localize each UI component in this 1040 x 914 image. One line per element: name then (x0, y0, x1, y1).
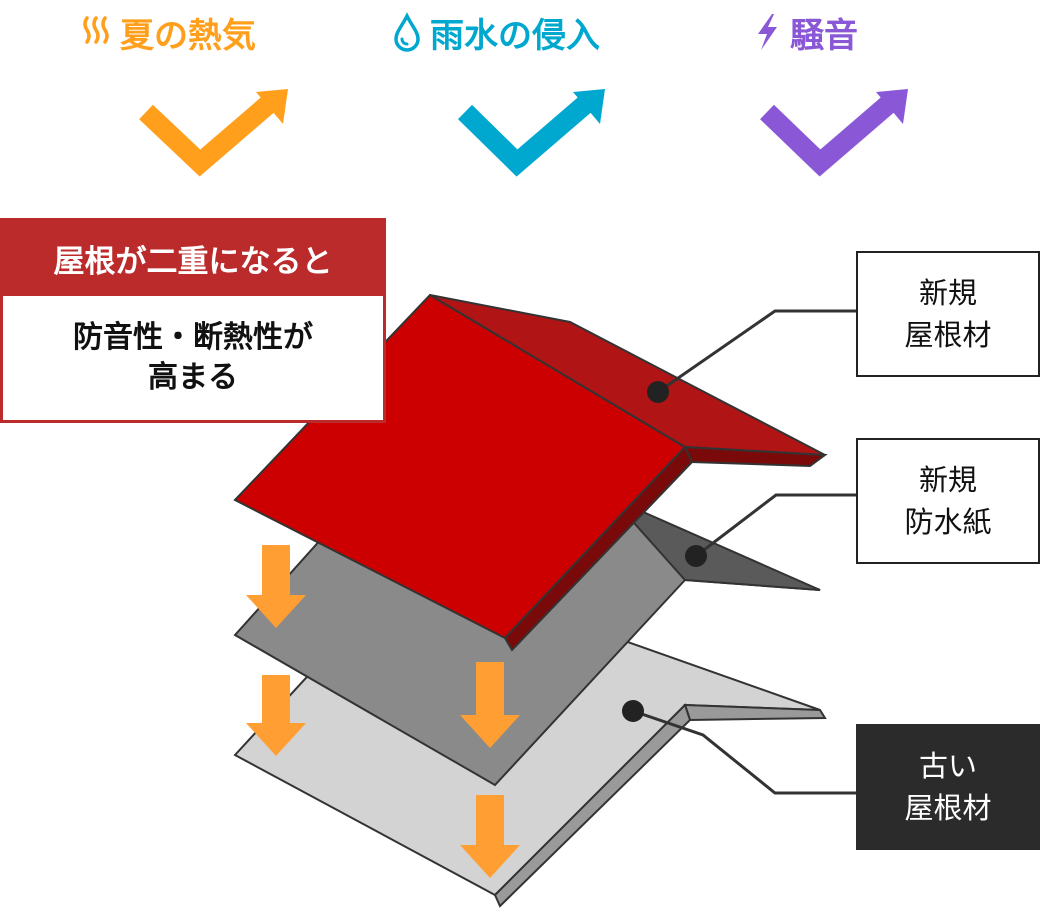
headline-body-line2: 高まる (148, 360, 238, 395)
benefit-heat-label: 夏の熱気 (120, 15, 256, 56)
heat-waves-icon (83, 16, 109, 44)
lightning-icon (758, 14, 777, 50)
heat-reduced-arrow (139, 93, 279, 177)
benefit-rain-label: 雨水の侵入 (430, 15, 600, 56)
old-roof-label: 古い 屋根材 (856, 724, 1040, 850)
new-roof-layer (233, 293, 828, 652)
old-roof-leader-line (632, 709, 856, 795)
old-roof-label-line1: 古い (918, 748, 977, 783)
new-roof-label-line2: 屋根材 (904, 318, 992, 352)
new-roof-leader-line (657, 309, 856, 394)
benefit-noise-label: 騒音 (790, 15, 858, 56)
headline-body-line1: 防音性・断熱性が (73, 319, 313, 355)
new-paper-label: 新規 防水紙 (856, 438, 1040, 564)
new-roof-label-line1: 新規 (918, 275, 977, 310)
down-arrow-icon (460, 662, 520, 748)
new-roof-label: 新規 屋根材 (856, 251, 1040, 377)
new-paper-leader-line (695, 493, 856, 558)
down-arrow-icon (460, 795, 520, 878)
noise-reduced-arrow (760, 93, 899, 177)
benefit-heat: 夏の熱気 (82, 8, 256, 56)
down-arrow-icon (246, 545, 306, 628)
down-arrow-icon (246, 675, 306, 756)
old-roof-leader-dot (622, 700, 644, 722)
new-paper-label-line2: 防水紙 (904, 505, 992, 539)
new-paper-leader-dot (685, 545, 707, 567)
rain-reduced-arrow (457, 93, 596, 177)
benefit-rain: 雨水の侵入 (392, 8, 600, 56)
headline-box: 屋根が二重になると 防音性・断熱性が 高まる (0, 218, 386, 423)
headline-title: 屋根が二重になると (3, 221, 383, 296)
rain-reduced-arrowhead (573, 89, 605, 124)
heat-reduced-arrowhead (256, 89, 288, 124)
old-roof-label-line2: 屋根材 (904, 791, 992, 825)
new-paper-label-line1: 新規 (918, 462, 977, 497)
headline-body: 防音性・断熱性が 高まる (3, 296, 383, 420)
benefit-noise: 騒音 (752, 8, 858, 56)
water-drop-icon (394, 12, 420, 52)
noise-reduced-arrowhead (876, 89, 908, 124)
new-roof-leader-dot (647, 381, 669, 403)
